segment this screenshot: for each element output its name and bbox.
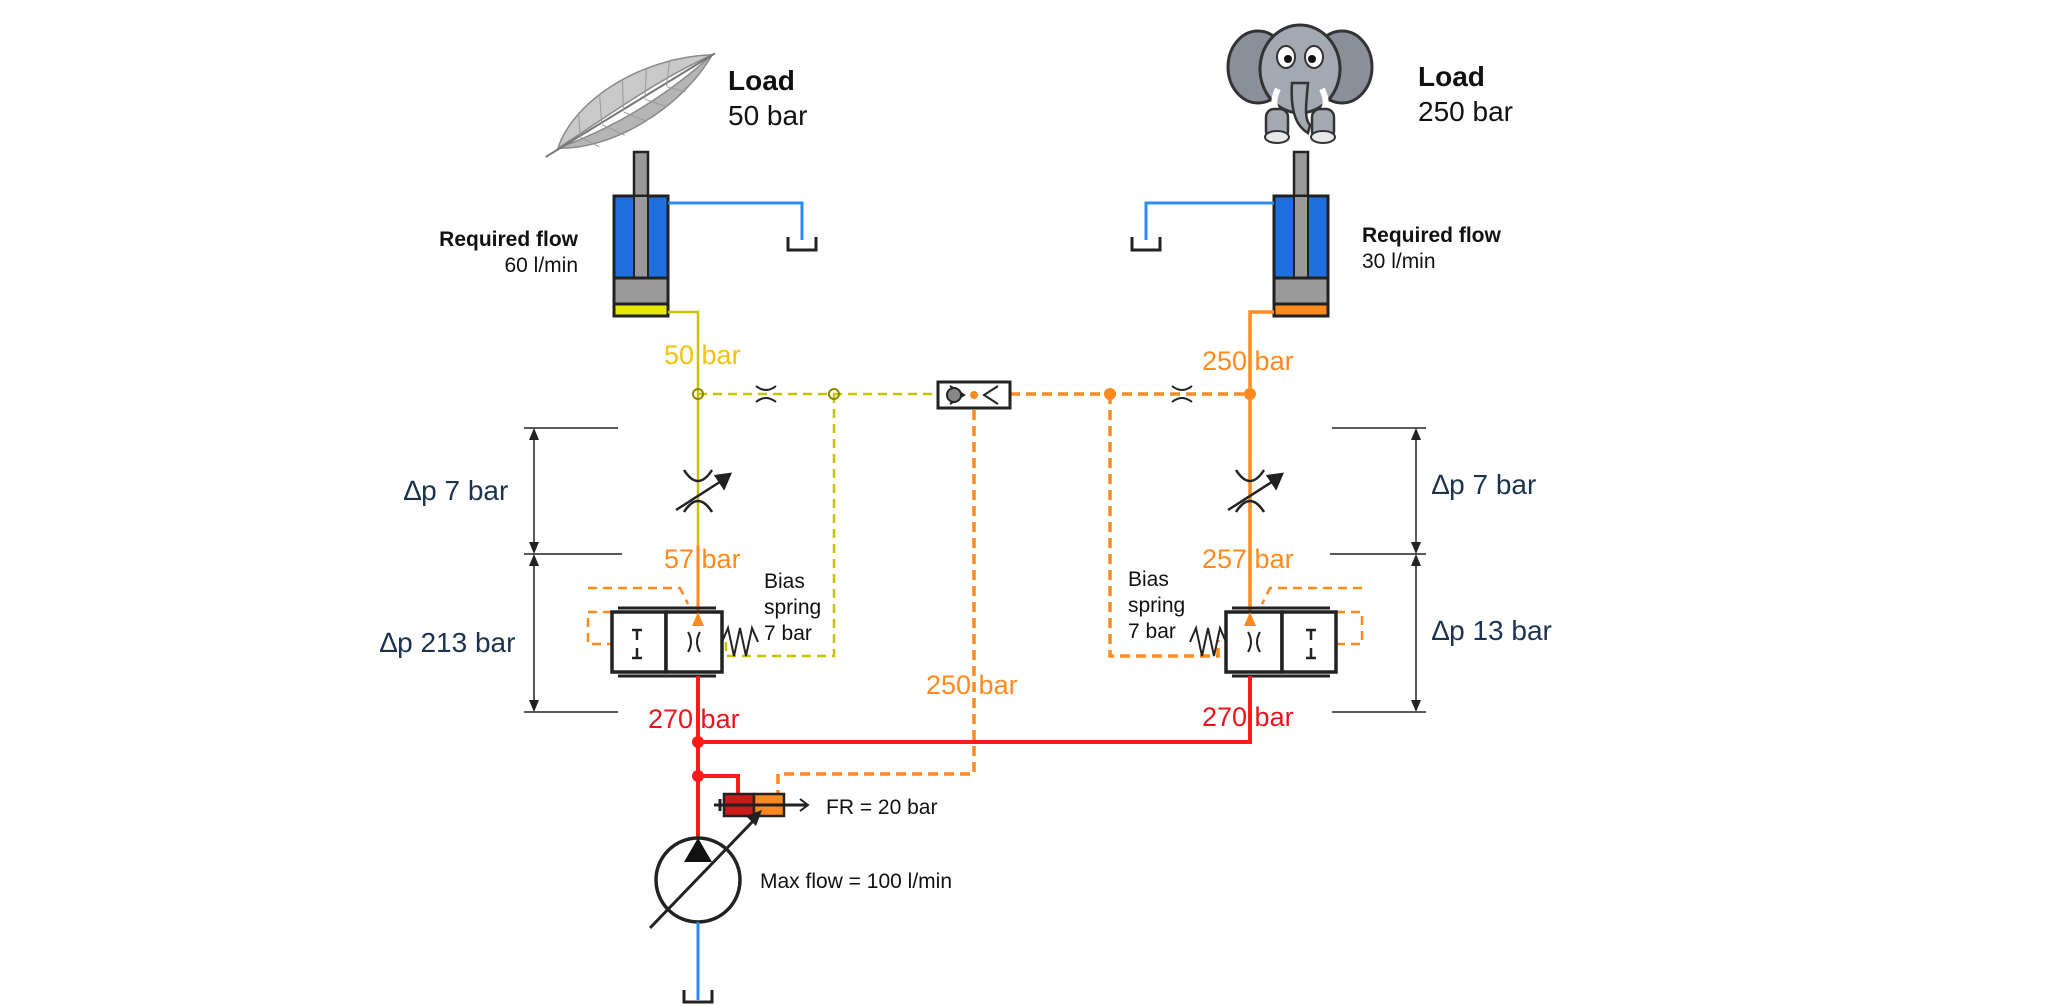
right-load-value: 250 bar xyxy=(1418,96,1513,127)
left-compensator-pilot xyxy=(586,586,690,646)
right-load-pressure: 250 bar xyxy=(1202,346,1294,376)
max-flow-label: Max flow = 100 l/min xyxy=(760,870,952,893)
right-inlet-pressure: 270 bar xyxy=(1202,702,1294,732)
left-spring-line: 7 bar xyxy=(764,622,812,645)
shuttle-valve xyxy=(936,380,1012,410)
right-dp-top: ∆p 7 bar xyxy=(1432,469,1536,500)
right-cylinder xyxy=(1272,150,1330,318)
left-signal-line xyxy=(698,392,938,658)
flow-regulator-label: FR = 20 bar xyxy=(826,796,937,819)
right-load-line xyxy=(1248,310,1274,615)
signal-orifices xyxy=(755,385,1193,403)
supply-junctions xyxy=(692,736,704,782)
right-spring-label: Bias spring 7 bar xyxy=(1128,568,1185,643)
right-spring-line: spring xyxy=(1128,594,1185,617)
supply-arrows xyxy=(692,612,1256,626)
right-flow-value: 30 l/min xyxy=(1362,250,1436,273)
left-inlet-pressure: 270 bar xyxy=(648,704,740,734)
left-mid-pressure: 57 bar xyxy=(664,544,741,574)
right-signal-line xyxy=(776,392,1250,795)
feather-icon xyxy=(545,52,716,158)
variable-pump-icon xyxy=(648,810,762,930)
right-compensator-pilot xyxy=(1260,586,1364,646)
right-spring-line: 7 bar xyxy=(1128,620,1176,643)
signal-pressure: 250 bar xyxy=(926,670,1018,700)
cylinder-return-lines xyxy=(668,201,1274,252)
right-mid-pressure: 257 bar xyxy=(1202,544,1294,574)
elephant-icon xyxy=(1226,23,1374,144)
left-load-pressure: 50 bar xyxy=(664,340,741,370)
left-spring-line: spring xyxy=(764,596,821,619)
left-dimension-lines xyxy=(524,427,622,713)
junction-dots xyxy=(692,388,1256,400)
left-dp-top: ∆p 7 bar xyxy=(404,475,508,506)
left-load-title: Load xyxy=(728,65,795,96)
supply-lines xyxy=(696,676,1252,840)
right-spring-line: Bias xyxy=(1128,568,1169,591)
left-spring-label: Bias spring 7 bar xyxy=(764,570,821,645)
left-flow-title: Required flow xyxy=(439,228,579,251)
right-dimension-lines xyxy=(1330,427,1426,713)
right-dp-bottom: ∆p 13 bar xyxy=(1432,615,1552,646)
right-dimension-arrows xyxy=(1411,428,1421,712)
left-cylinder xyxy=(612,150,670,318)
right-load-title: Load xyxy=(1418,61,1485,92)
left-dimension-arrows xyxy=(529,428,539,712)
left-spring-line: Bias xyxy=(764,570,805,593)
left-metering-orifice xyxy=(675,469,733,513)
right-metering-orifice xyxy=(1227,469,1285,513)
left-compensator-valve xyxy=(610,606,759,678)
pump-suction-line xyxy=(682,922,714,1004)
right-compensator-valve xyxy=(1189,606,1338,678)
left-load-value: 50 bar xyxy=(728,100,807,131)
right-flow-title: Required flow xyxy=(1362,224,1502,247)
left-load-line xyxy=(668,310,700,615)
left-dp-bottom: ∆p 213 bar xyxy=(380,627,515,658)
left-flow-value: 60 l/min xyxy=(504,254,578,277)
flow-regulator-valve xyxy=(714,792,810,818)
